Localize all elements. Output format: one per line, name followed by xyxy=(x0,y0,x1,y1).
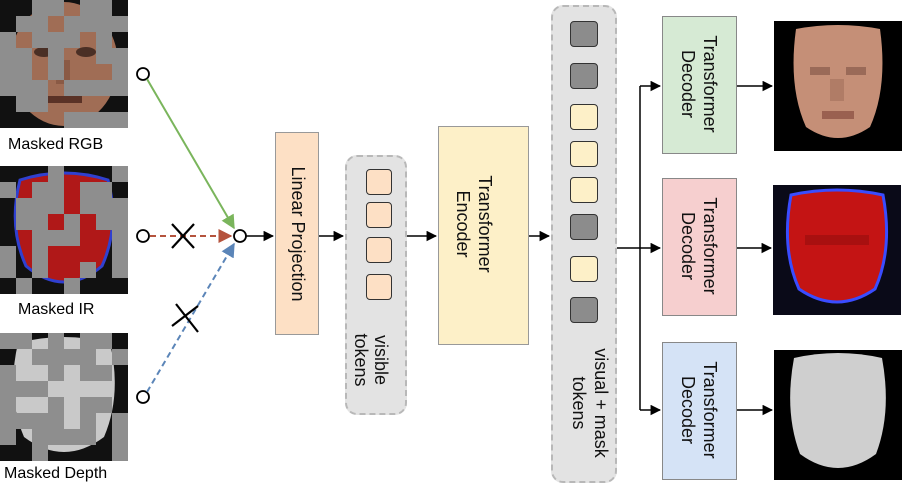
mask-token xyxy=(570,297,598,323)
mask-token xyxy=(570,63,598,89)
tokens-to-decoders-arrows xyxy=(617,80,662,416)
reconstructed-rgb-image xyxy=(774,21,902,151)
mask-token xyxy=(570,21,598,47)
depth-cross-icon xyxy=(171,303,199,333)
masked-ir-image xyxy=(0,166,128,294)
decoder-ir-block: Transformer Decoder xyxy=(662,178,737,316)
ir-cross-icon xyxy=(171,223,195,249)
rgb-source-node xyxy=(136,67,150,81)
visible-token xyxy=(366,202,392,228)
visible-tokens-group: visible tokens xyxy=(345,155,407,415)
fusion-node xyxy=(233,229,247,243)
reconstructed-depth-image xyxy=(774,350,902,480)
visible-token xyxy=(366,274,392,300)
visible-token xyxy=(366,237,392,263)
masked-depth-label: Masked Depth xyxy=(4,465,108,482)
depth-arrow xyxy=(146,242,235,393)
rgb-arrow xyxy=(146,78,235,230)
depth-source-node xyxy=(136,390,150,404)
masked-rgb-image xyxy=(0,0,128,128)
visual-token xyxy=(570,141,598,167)
masked-depth-image xyxy=(0,333,128,461)
visual-token xyxy=(570,104,598,130)
decoder-depth-block: Transformer Decoder xyxy=(662,342,737,480)
masked-ir-label: Masked IR xyxy=(18,301,95,318)
transformer-encoder-block: Transformer Encoder xyxy=(438,126,529,345)
linear-projection-block: Linear Projection xyxy=(275,132,319,335)
mask-token xyxy=(570,214,598,240)
all-tokens-group: visual + mask tokens xyxy=(551,5,617,483)
ir-source-node xyxy=(136,229,150,243)
visual-token xyxy=(570,177,598,203)
masked-rgb-label: Masked RGB xyxy=(8,136,104,153)
decoder-rgb-block: Transformer Decoder xyxy=(662,16,737,154)
reconstructed-ir-image xyxy=(773,185,901,315)
visible-token xyxy=(366,169,392,195)
visual-token xyxy=(570,256,598,282)
